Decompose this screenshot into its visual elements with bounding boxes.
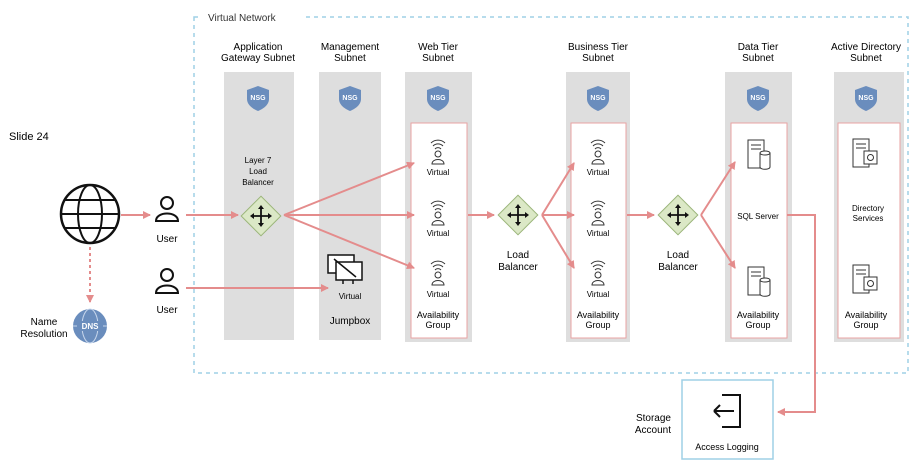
biz-group-label-1: Availability — [577, 310, 620, 320]
load-balancer-icon — [497, 194, 539, 236]
biz-group-label-2: Group — [585, 320, 610, 330]
load-balancer-icon — [657, 194, 699, 236]
nsg-label: NSG — [250, 95, 266, 102]
data-group-label-1: Availability — [737, 310, 780, 320]
subnet-title-6b: Subnet — [850, 53, 882, 64]
biz-vm-label-1: Virtual — [587, 168, 610, 177]
user-icon — [155, 268, 179, 294]
subnet-title-4b: Subnet — [582, 53, 614, 64]
ad-label-2: Services — [853, 214, 884, 223]
storage-label-1: Storage — [636, 413, 671, 424]
access-logging-icon — [713, 394, 741, 428]
subnet-title-5a: Data Tier — [738, 42, 779, 53]
nsg-shield-icon: NSG — [427, 86, 449, 111]
web-group-label-1: Availability — [417, 310, 460, 320]
nsg-shield-icon: NSG — [747, 86, 769, 111]
user-label-1: User — [156, 234, 178, 245]
nsg-label: NSG — [858, 95, 874, 102]
lb1-label-1: Load — [507, 250, 529, 261]
ad-group-label-1: Availability — [845, 310, 888, 320]
dns-globe-icon: DNS — [73, 308, 107, 344]
user-label-2: User — [156, 305, 178, 316]
subnet-title-6a: Active Directory — [831, 42, 901, 53]
access-logging-label: Access Logging — [695, 442, 759, 452]
subnet-title-3a: Web Tier — [418, 42, 458, 53]
lb2-to-sql2-arrow — [700, 214, 736, 269]
jumpbox-vm-icon — [327, 254, 363, 284]
jumpbox-label: Jumpbox — [330, 316, 371, 327]
gateway-to-web-vm1-arrow — [283, 161, 415, 216]
sql-server-label: SQL Server — [737, 212, 779, 221]
subnet-title-5b: Subnet — [742, 53, 774, 64]
nsg-label: NSG — [590, 95, 606, 102]
nsg-shield-icon: NSG — [587, 86, 609, 111]
connectors — [86, 161, 816, 416]
web-group-label-2: Group — [425, 320, 450, 330]
dns-label: DNS — [82, 322, 100, 331]
nsg-shield-icon: NSG — [247, 86, 269, 111]
virtual-network-boundary — [193, 16, 909, 374]
subnet-title-4a: Business Tier — [568, 42, 629, 53]
jumpbox-vm-label: Virtual — [339, 292, 362, 301]
web-vm-label-2: Virtual — [427, 229, 450, 238]
data-group-label-2: Group — [745, 320, 770, 330]
web-vm-label-1: Virtual — [427, 168, 450, 177]
lb2-to-sql1-arrow — [700, 161, 736, 216]
nsg-shield-icon: NSG — [855, 86, 877, 111]
business-availability-group — [570, 122, 627, 339]
nsg-shield-icon: NSG — [339, 86, 361, 111]
biz-vm-label-3: Virtual — [587, 290, 610, 299]
biz-vm-label-2: Virtual — [587, 229, 610, 238]
gateway-label-2: Load — [249, 167, 267, 176]
ad-group-label-2: Group — [853, 320, 878, 330]
lb2-label-2: Balancer — [658, 262, 698, 273]
vnet-label: Virtual Network — [208, 13, 277, 24]
subnet-title-2a: Management — [321, 42, 380, 53]
name-resolution-label-2: Resolution — [20, 329, 67, 340]
storage-account-box — [681, 379, 774, 460]
subnet-title-1b: Gateway Subnet — [221, 53, 295, 64]
gateway-label-3: Balancer — [242, 178, 274, 187]
storage-label-2: Account — [635, 425, 671, 436]
gateway-label-1: Layer 7 — [245, 156, 272, 165]
nsg-label: NSG — [342, 95, 358, 102]
slide-label: Slide 24 — [9, 131, 49, 143]
subnet-title-2b: Subnet — [334, 53, 366, 64]
globe-icon — [59, 183, 121, 245]
user-icon — [155, 196, 179, 222]
data-to-logging-arrow — [777, 214, 816, 416]
web-vm-label-3: Virtual — [427, 290, 450, 299]
lb1-label-2: Balancer — [498, 262, 538, 273]
lb2-label-1: Load — [667, 250, 689, 261]
lb1-to-biz-vm3-arrow — [541, 214, 575, 269]
subnet-management — [319, 72, 381, 340]
subnet-title-3b: Subnet — [422, 53, 454, 64]
web-availability-group — [410, 122, 468, 339]
ad-label-1: Directory — [852, 204, 884, 213]
nsg-label: NSG — [750, 95, 766, 102]
subnet-title-1a: Application — [234, 42, 283, 53]
gateway-to-web-vm3-arrow — [283, 214, 415, 270]
name-resolution-label-1: Name — [31, 317, 58, 328]
lb1-to-biz-vm1-arrow — [541, 162, 575, 216]
nsg-label: NSG — [430, 95, 446, 102]
